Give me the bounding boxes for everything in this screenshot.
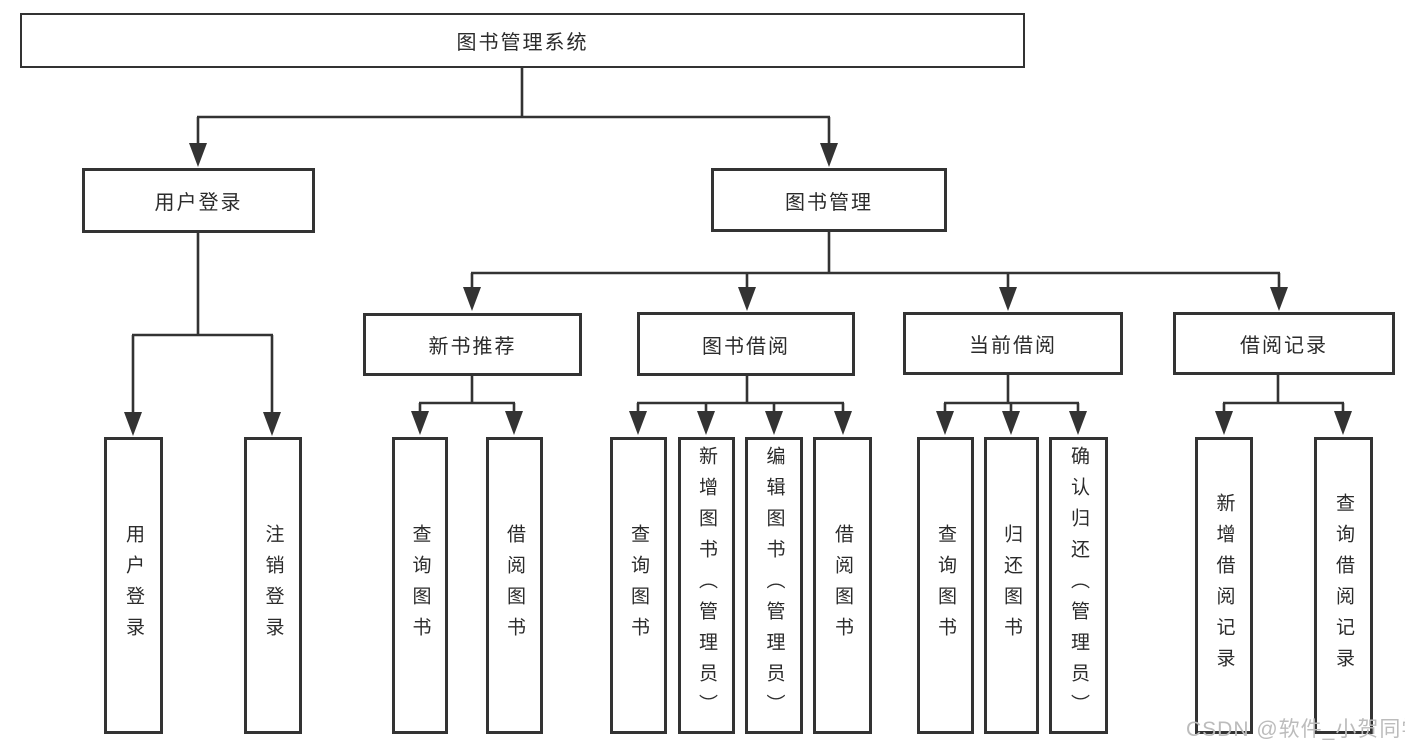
csdn-watermark: CSDN @软件_小贺同学 [1186,718,1405,741]
leaf-bb-query-books: 查询图书 [610,437,667,734]
connector-borrowing-to-leaves [629,376,852,435]
connector-current-to-leaves [936,375,1087,435]
leaf-cb-confirm-return-admin: 确认归还（管理员） [1049,437,1108,734]
leaf-bb-edit-books-admin: 编辑图书（管理员） [745,437,803,734]
node-new-book-recommend: 新书推荐 [363,313,582,376]
connector-newbook-to-leaves [411,376,523,435]
leaf-nbr-borrow-books: 借阅图书 [486,437,543,734]
node-borrowing-records: 借阅记录 [1173,312,1395,375]
connector-root-to-level2 [189,68,838,167]
node-current-borrowing: 当前借阅 [903,312,1123,375]
leaf-bb-borrow-books: 借阅图书 [813,437,872,734]
connector-bookmgmt-to-level3 [463,232,1288,311]
node-book-management: 图书管理 [711,168,947,232]
node-book-borrowing: 图书借阅 [637,312,855,376]
leaf-br-add-record: 新增借阅记录 [1195,437,1253,734]
leaf-nbr-query-books: 查询图书 [392,437,448,734]
node-user-login: 用户登录 [82,168,315,233]
leaf-br-query-record: 查询借阅记录 [1314,437,1373,734]
node-root: 图书管理系统 [20,13,1025,68]
leaf-bb-add-books-admin: 新增图书（管理员） [678,437,735,734]
connector-userlogin-to-leaves [124,233,281,436]
leaf-cb-query-books: 查询图书 [917,437,974,734]
connector-records-to-leaves [1215,375,1352,435]
leaf-cb-return-books: 归还图书 [984,437,1039,734]
leaf-logout: 注销登录 [244,437,302,734]
leaf-user-login: 用户登录 [104,437,163,734]
